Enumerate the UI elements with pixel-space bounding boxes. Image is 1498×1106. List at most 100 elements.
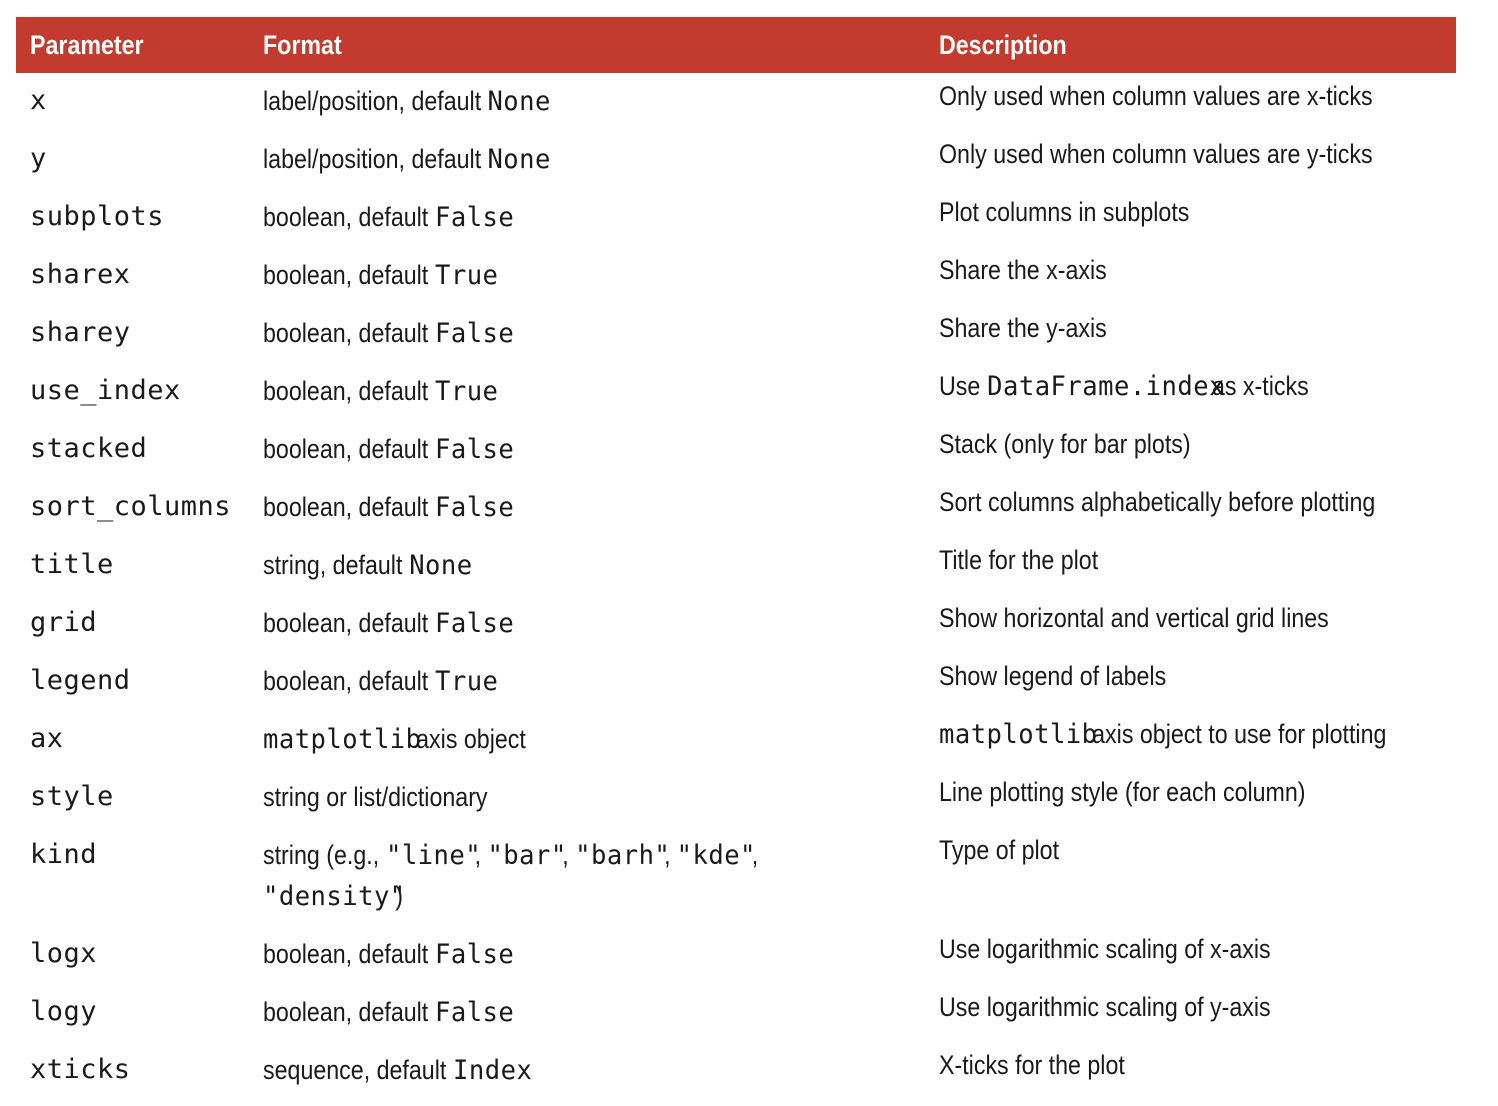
format-cell: sequence, default Index	[263, 1050, 796, 1091]
format-code: matplotlib	[263, 724, 422, 755]
format-code: True	[434, 666, 499, 697]
format-code: "kde"	[677, 840, 757, 871]
format-cell: boolean, default True	[263, 255, 796, 296]
format-cell: boolean, default True	[263, 661, 796, 702]
param-name: title	[30, 549, 114, 580]
format-cell: string (e.g., "line", "bar", "barh", "kd…	[263, 835, 865, 917]
description-cell: Line plotting style (for each column)	[939, 777, 1306, 807]
format-code: False	[434, 492, 514, 523]
description-text: axis object to use for plotting	[1085, 719, 1387, 749]
table-row: logy boolean, default False Use logarith…	[16, 984, 1456, 1042]
table-row: sort_columns boolean, default False Sort…	[16, 479, 1456, 537]
format-code: False	[434, 997, 514, 1028]
param-name: y	[30, 143, 47, 174]
param-name: kind	[30, 839, 98, 870]
param-name: logx	[30, 938, 98, 969]
table-row: legend boolean, default True Show legend…	[16, 653, 1456, 711]
param-name: sharey	[30, 317, 131, 348]
param-name: style	[30, 781, 114, 812]
table-row: style string or list/dictionary Line plo…	[16, 769, 1456, 827]
table-row: subplots boolean, default False Plot col…	[16, 189, 1456, 247]
param-name: legend	[30, 665, 131, 696]
format-code: True	[434, 376, 499, 407]
format-text: string, default	[263, 550, 409, 580]
table-row: title string, default None Title for the…	[16, 537, 1456, 595]
format-text: ,	[751, 840, 759, 870]
param-name: grid	[30, 607, 98, 638]
format-cell: label/position, default None	[263, 81, 796, 122]
param-name: sort_columns	[30, 491, 232, 522]
table-row: xticks sequence, default Index X-ticks f…	[16, 1042, 1456, 1100]
format-text: boolean, default	[263, 608, 435, 638]
format-code: None	[408, 550, 473, 581]
format-cell: boolean, default True	[263, 371, 796, 412]
table-header: Parameter Format Description	[16, 17, 1456, 73]
description-cell: Show horizontal and vertical grid lines	[939, 603, 1329, 633]
description-cell: Use logarithmic scaling of y-axis	[939, 992, 1271, 1022]
description-cell: Plot columns in subplots	[939, 197, 1190, 227]
format-cell: boolean, default False	[263, 487, 796, 528]
format-text: ,	[474, 840, 488, 870]
parameters-table: Parameter Format Description x label/pos…	[16, 17, 1456, 1100]
description-cell: Share the y-axis	[939, 313, 1107, 343]
param-name: subplots	[30, 201, 165, 232]
param-name: stacked	[30, 433, 148, 464]
description-cell: Title for the plot	[939, 545, 1099, 575]
format-text: boolean, default	[263, 492, 435, 522]
param-name: xticks	[30, 1054, 131, 1085]
format-cell: boolean, default False	[263, 603, 796, 644]
format-code: None	[487, 86, 552, 117]
format-code: "line"	[385, 840, 481, 871]
table-row: sharex boolean, default True Share the x…	[16, 247, 1456, 305]
description-cell: Sort columns alphabetically before plott…	[939, 487, 1376, 517]
format-text: sequence, default	[263, 1055, 453, 1085]
table-row: x label/position, default None Only used…	[16, 73, 1456, 131]
format-text: string or list/dictionary	[263, 782, 488, 812]
format-text: ,	[562, 840, 576, 870]
header-parameter: Parameter	[30, 30, 144, 60]
format-code: False	[434, 318, 514, 349]
format-cell: boolean, default False	[263, 429, 796, 470]
table-row: y label/position, default None Only used…	[16, 131, 1456, 189]
param-name: x	[30, 85, 47, 116]
table-row: use_index boolean, default True Use Data…	[16, 363, 1456, 421]
description-cell: Use DataFrame.index as x-ticks	[939, 366, 1382, 407]
header-format: Format	[263, 30, 342, 60]
description-cell: Type of plot	[939, 835, 1060, 865]
format-cell: boolean, default False	[263, 197, 796, 238]
table-row: kind string (e.g., "line", "bar", "barh"…	[16, 827, 1456, 926]
format-code: None	[487, 144, 552, 175]
table-row: ax matplotlib axis object matplotlib axi…	[16, 711, 1456, 769]
format-text: label/position, default	[263, 86, 488, 116]
format-cell: string, default None	[263, 545, 796, 586]
table-row: grid boolean, default False Show horizon…	[16, 595, 1456, 653]
description-cell: Show legend of labels	[939, 661, 1167, 691]
description-cell: matplotlib axis object to use for plotti…	[939, 714, 1386, 755]
description-cell: Use logarithmic scaling of x-axis	[939, 934, 1271, 964]
param-name: sharex	[30, 259, 131, 290]
format-text: boolean, default	[263, 260, 435, 290]
format-cell: label/position, default None	[263, 139, 796, 180]
param-name: logy	[30, 996, 98, 1027]
format-code: False	[434, 202, 514, 233]
format-code: "bar"	[487, 840, 567, 871]
format-text: boolean, default	[263, 202, 435, 232]
description-code: matplotlib	[939, 719, 1098, 750]
format-text: ,	[664, 840, 678, 870]
table-row: sharey boolean, default False Share the …	[16, 305, 1456, 363]
format-code: False	[434, 434, 514, 465]
description-text: as x-ticks	[1205, 371, 1309, 401]
format-code: "barh"	[575, 840, 671, 871]
param-name: ax	[30, 723, 64, 754]
format-text: label/position, default	[263, 144, 488, 174]
format-cell: boolean, default False	[263, 934, 796, 975]
format-text: boolean, default	[263, 666, 435, 696]
description-code: DataFrame.index	[986, 371, 1225, 402]
format-code: Index	[452, 1055, 533, 1086]
table-row: stacked boolean, default False Stack (on…	[16, 421, 1456, 479]
description-cell: X-ticks for the plot	[939, 1050, 1125, 1080]
description-cell: Share the x-axis	[939, 255, 1107, 285]
format-code: False	[434, 608, 514, 639]
description-cell: Only used when column values are x-ticks	[939, 81, 1373, 111]
format-text: string (e.g.,	[263, 840, 386, 870]
